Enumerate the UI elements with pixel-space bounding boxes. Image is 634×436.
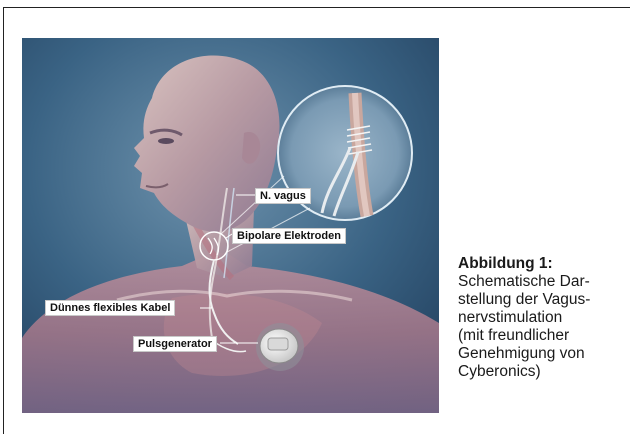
- label-pulse-generator: Pulsgenerator: [133, 336, 217, 352]
- caption-line: (mit freundlicher: [458, 327, 630, 345]
- label-bipolar-electrodes: Bipolare Elektroden: [232, 228, 346, 244]
- label-flexible-cable: Dünnes flexibles Kabel: [45, 300, 175, 316]
- anatomy-drawing: [22, 38, 439, 413]
- caption-line: Genehmigung von: [458, 345, 630, 363]
- label-n-vagus: N. vagus: [255, 188, 311, 204]
- vagus-nerve-stimulation-illustration: [22, 38, 439, 413]
- caption-line: stellung der Vagus-: [458, 291, 630, 309]
- caption-line: Cyberonics): [458, 363, 630, 381]
- figure-caption: Abbildung 1: Schematische Dar- stellung …: [458, 255, 630, 381]
- caption-title: Abbildung 1:: [458, 255, 630, 273]
- pulse-generator-device: [256, 323, 304, 371]
- caption-line: Schematische Dar-: [458, 273, 630, 291]
- caption-line: nervstimulation: [458, 309, 630, 327]
